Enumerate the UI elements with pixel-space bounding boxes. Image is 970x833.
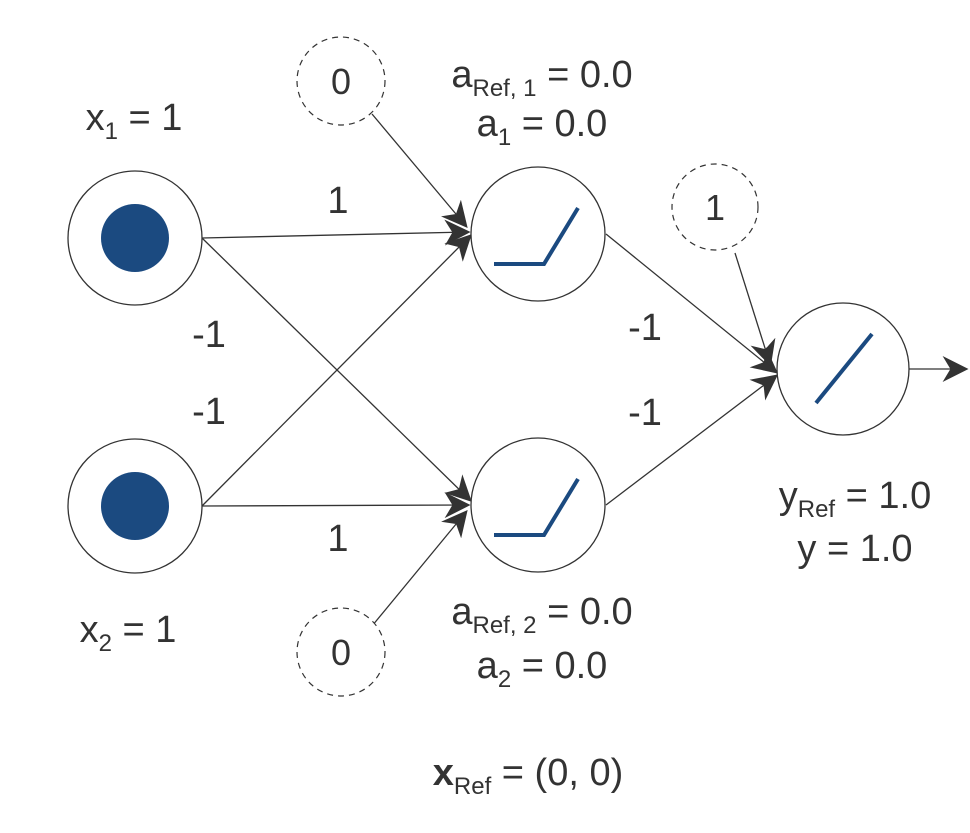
x-ref-sub: Ref	[454, 773, 492, 800]
a-ref-1-eq: = 0.0	[537, 54, 633, 96]
a-ref-1-label: aRef, 1 = 0.0	[451, 54, 632, 102]
hidden-node-1	[470, 166, 606, 302]
x-ref-var: x	[433, 752, 454, 794]
bias-node-h2: 0	[296, 607, 386, 697]
weight-x1-h2: -1	[192, 314, 226, 356]
x-ref-eq: = (0, 0)	[491, 752, 623, 794]
x-ref-label: xRef = (0, 0)	[433, 752, 624, 800]
y-ref-sub: Ref	[798, 496, 836, 523]
a-ref-2-sub: Ref, 2	[472, 612, 536, 639]
node-circle	[470, 166, 606, 302]
relu-icon	[494, 477, 580, 537]
a-2-eq: = 0.0	[511, 645, 607, 687]
x1-sub: 1	[105, 118, 118, 145]
edge-x1-h2	[201, 237, 472, 502]
filled-circle-icon	[101, 472, 169, 540]
hidden-node-2	[470, 437, 606, 573]
a-1-var: a	[477, 103, 499, 145]
node-circle	[470, 437, 606, 573]
a-1-sub: 1	[498, 124, 511, 151]
edge-h2-y	[605, 374, 779, 506]
x2-label: x2 = 1	[80, 609, 177, 657]
x2-eq: = 1	[112, 609, 176, 651]
edge-bias-h2	[371, 509, 468, 627]
input-node-x1	[67, 170, 203, 306]
weight-x1-h1: 1	[327, 180, 348, 222]
a-1-label: a1 = 0.0	[477, 103, 608, 151]
y-label: y = 1.0	[797, 528, 912, 570]
x2-sub: 2	[99, 630, 112, 657]
a-ref-2-label: aRef, 2 = 0.0	[451, 591, 632, 639]
a-ref-2-eq: = 0.0	[537, 591, 633, 633]
edge-bias-y	[734, 252, 776, 367]
relu-icon	[494, 206, 580, 266]
output-node	[776, 302, 910, 436]
a-2-label: a2 = 0.0	[477, 645, 608, 693]
a-ref-2-var: a	[451, 591, 473, 633]
y-ref-label: yRef = 1.0	[779, 475, 932, 523]
bias-node-output: 1	[671, 163, 759, 251]
y-ref-eq: = 1.0	[835, 475, 931, 517]
edges	[201, 113, 969, 627]
bias-circle	[296, 36, 386, 126]
y-ref-var: y	[779, 475, 798, 517]
weight-x2-h1: -1	[192, 391, 226, 433]
a-1-eq: = 0.0	[511, 103, 607, 145]
input-node-x2	[67, 438, 203, 574]
weight-h2-y: -1	[628, 392, 662, 434]
bias-value: 0	[331, 61, 351, 102]
edge-h1-y	[605, 233, 779, 374]
x2-var: x	[80, 609, 99, 651]
filled-circle-icon	[101, 204, 169, 272]
weight-x2-h2: 1	[327, 518, 348, 560]
edge-x1-h1	[201, 219, 471, 246]
edge-x2-h1	[201, 234, 472, 507]
bias-circle	[671, 163, 759, 251]
a-2-sub: 2	[498, 666, 511, 693]
linear-icon	[814, 332, 874, 405]
bias-value: 1	[705, 187, 725, 228]
bias-node-h1: 0	[296, 36, 386, 126]
weight-h1-y: -1	[628, 307, 662, 349]
edge-bias-h1	[371, 113, 468, 228]
a-ref-1-sub: Ref, 1	[472, 75, 536, 102]
bias-value: 0	[331, 632, 351, 673]
edge-x2-h2	[201, 492, 471, 519]
x1-label: x1 = 1	[86, 97, 183, 145]
a-ref-1-var: a	[451, 54, 473, 96]
bias-circle	[296, 607, 386, 697]
x1-var: x	[86, 97, 105, 139]
a-2-var: a	[477, 645, 499, 687]
x1-eq: = 1	[118, 97, 182, 139]
